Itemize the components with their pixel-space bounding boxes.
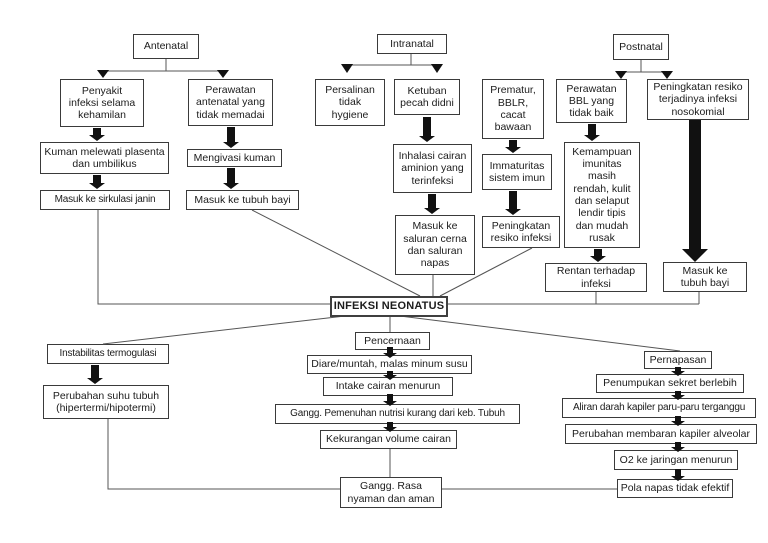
node-rentan-infeksi: Rentan terhadap infeksi [545, 263, 647, 292]
node-infeksi-neonatus: INFEKSI NEONATUS [330, 296, 448, 317]
node-aliran-darah-kapiler: Aliran darah kapiler paru-paru terganggu [562, 398, 756, 418]
down-arrowhead-icon [431, 64, 443, 73]
down-arrowhead-icon [97, 70, 109, 78]
down-block-arrow-icon [223, 168, 239, 189]
node-pencernaan: Pencernaan [355, 332, 430, 350]
node-ketuban-pecah: Ketuban pecah didni [394, 79, 460, 115]
node-pernapasan: Pernapasan [644, 351, 712, 369]
down-arrowhead-icon [217, 70, 229, 78]
node-diare-muntah: Diare/muntah, malas minum susu [307, 355, 472, 374]
node-mengivasi-kuman: Mengivasi kuman [187, 149, 282, 167]
node-intranatal: Intranatal [377, 34, 447, 54]
down-block-arrow-icon [89, 175, 105, 189]
down-block-arrow-icon [419, 117, 435, 142]
node-antenatal: Antenatal [133, 34, 199, 59]
node-intake-cairan: Intake cairan menurun [323, 377, 453, 396]
node-prematur-bblr: Prematur, BBLR, cacat bawaan [482, 79, 544, 139]
down-arrowhead-icon [615, 71, 627, 79]
down-block-arrow-icon [505, 191, 521, 215]
node-masuk-saluran-cerna: Masuk ke saluran cerna dan saluran napas [395, 215, 475, 275]
down-block-arrow-icon [223, 127, 239, 148]
node-perubahan-suhu: Perubahan suhu tubuh (hipertermi/hipoter… [43, 385, 169, 419]
node-gangg-rasa-nyaman: Gangg. Rasa nyaman dan aman [340, 477, 442, 508]
node-masuk-tubuh-bayi-postnatal: Masuk ke tubuh bayi [663, 262, 747, 292]
node-persalinan-tidak-hygiene: Persalinan tidak hygiene [315, 79, 385, 126]
node-postnatal: Postnatal [613, 34, 669, 60]
node-penumpukan-sekret: Penumpukan sekret berlebih [596, 374, 744, 393]
node-pola-napas: Pola napas tidak efektif [617, 479, 733, 498]
down-block-arrow-icon [505, 140, 521, 153]
down-arrowhead-icon [341, 64, 353, 73]
node-o2-jaringan: O2 ke jaringan menurun [614, 450, 738, 470]
node-masuk-tubuh-bayi-antenatal: Masuk ke tubuh bayi [186, 190, 299, 210]
down-arrowhead-icon [661, 71, 673, 79]
node-perubahan-membran: Perubahan membaran kapiler alveolar [565, 424, 757, 444]
down-block-arrow-icon [424, 194, 440, 214]
node-peningkatan-resiko-infeksi: Peningkatan resiko infeksi [482, 216, 560, 248]
node-instabilitas-termogulasi: Instabilitas termogulasi [47, 344, 169, 364]
node-immaturitas-sistem-imun: Immaturitas sistem imun [482, 154, 552, 190]
node-penyakit-infeksi: Penyakit infeksi selama kehamilan [60, 79, 144, 127]
node-inhalasi-cairan: Inhalasi cairan aminion yang terinfeksi [393, 144, 472, 193]
node-kekurangan-volume: Kekurangan volume cairan [320, 430, 457, 449]
node-kemampuan-imunitas: Kemampuan imunitas masih rendah, kulit d… [564, 142, 640, 248]
down-block-arrow-icon [584, 124, 600, 141]
down-block-arrow-icon [590, 249, 606, 262]
node-kuman-melewati: Kuman melewati plasenta dan umbilikus [40, 142, 169, 174]
node-resiko-nosokomial: Peningkatan resiko terjadinya infeksi no… [647, 79, 749, 120]
node-gangg-nutrisi: Gangg. Pemenuhan nutrisi kurang dari keb… [275, 404, 520, 424]
big-down-block-arrow-icon [682, 120, 708, 262]
node-perawatan-bbl: Perawatan BBL yang tidak baik [556, 79, 627, 123]
node-masuk-sirkulasi-janin: Masuk ke sirkulasi janin [40, 190, 170, 210]
node-perawatan-antenatal: Perawatan antenatal yang tidak memadai [188, 79, 273, 126]
down-block-arrow-icon [87, 365, 103, 384]
down-block-arrow-icon [89, 128, 105, 141]
